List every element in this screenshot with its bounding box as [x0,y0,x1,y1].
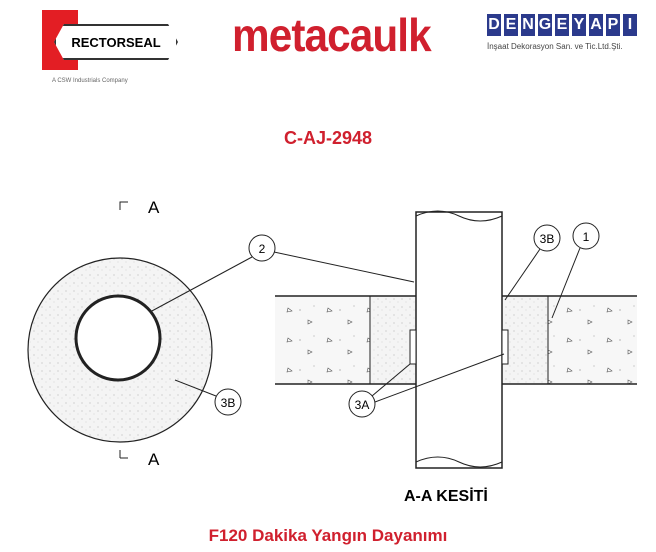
callout-3a: 3A [355,398,370,412]
callout-3b-plan: 3B [221,396,236,410]
rectorseal-logo: RECTORSEAL A CSW Industrials Company [42,10,182,90]
section-marker-bottom: A [148,450,160,469]
metacaulk-logo: metacaulk [232,9,432,61]
section-title: A-A KESİTİ [404,488,488,505]
callout-2: 2 [259,242,266,256]
system-code: C-AJ-2948 [283,128,373,148]
rectorseal-tagline: A CSW Industrials Company [52,78,128,84]
section-marker-top: A [148,198,160,217]
section-view: 3B 1 3A [275,210,637,469]
callout-3b-section: 3B [540,232,555,246]
callout-1: 1 [583,230,590,244]
dengeyapi-tagline: İnşaat Dekorasyon San. ve Tic.Ltd.Şti. [487,42,623,51]
fire-rating-caption: F120 Dakika Yangın Dayanımı [208,526,448,545]
plan-view: A A 3B 2 [27,198,415,469]
rectorseal-wordmark: RECTORSEAL [54,24,178,60]
